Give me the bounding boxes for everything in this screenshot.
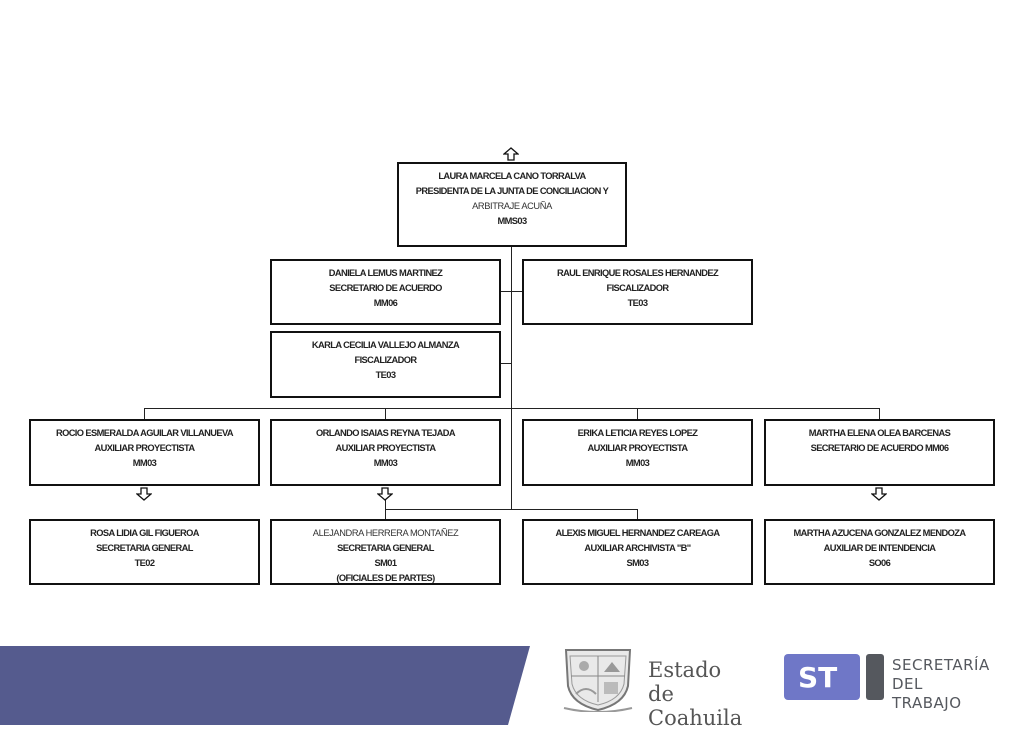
node-code: TE03 [627, 298, 648, 308]
org-node-level2: ERIKA LETICIA REYES LOPEZ AUXILIAR PROYE… [522, 419, 753, 486]
node-code: MM06 [373, 298, 398, 308]
level3-drop-2 [385, 500, 386, 520]
node-name: ALEJANDRA HERRERA MONTAÑEZ [312, 528, 459, 538]
node-title: SECRETARIO DE ACUERDO [329, 283, 442, 293]
level3-drop-3 [637, 509, 638, 520]
node-title: FISCALIZADOR [606, 283, 669, 293]
st-divider-bracket [866, 654, 884, 700]
org-node-staff: RAUL ENRIQUE ROSALES HERNANDEZ FISCALIZA… [522, 259, 753, 325]
level2-drop-4 [879, 408, 880, 420]
node-title: AUXILIAR PROYECTISTA [94, 443, 196, 453]
main-vertical-connector [511, 246, 512, 509]
st-name-line1: SECRETARÍA [892, 656, 990, 674]
org-node-level2: ROCIO ESMERALDA AGUILAR VILLANUEVA AUXIL… [29, 419, 260, 486]
org-node-level3: ROSA LIDIA GIL FIGUEROA SECRETARIA GENER… [29, 519, 260, 585]
coat-of-arms-icon [563, 649, 633, 713]
node-title: SECRETARIA GENERAL [337, 543, 434, 553]
org-node-level3: ALEXIS MIGUEL HERNANDEZ CAREAGA AUXILIAR… [522, 519, 753, 585]
node-code: MMS03 [497, 216, 527, 226]
node-title: AUXILIAR PROYECTISTA [335, 443, 437, 453]
staff-connector-bottom [500, 363, 512, 364]
level2-drop-3 [637, 408, 638, 420]
down-arrow-icon [136, 487, 152, 501]
level2-horizontal-connector [144, 408, 880, 409]
st-badge: ST [784, 654, 860, 700]
node-title: SECRETARIA GENERAL [96, 543, 193, 553]
node-title: AUXILIAR DE INTENDENCIA [823, 543, 936, 553]
node-code: MM03 [132, 458, 157, 468]
node-title-continued: ARBITRAJE ACUÑA [472, 201, 552, 211]
node-name: ERIKA LETICIA REYES LOPEZ [577, 428, 698, 438]
node-name: ALEXIS MIGUEL HERNANDEZ CAREAGA [555, 528, 720, 538]
node-code: SO06 [868, 558, 891, 568]
node-code: MM03 [373, 458, 398, 468]
up-arrow-icon [503, 147, 519, 161]
node-name: LAURA MARCELA CANO TORRALVA [438, 171, 586, 181]
org-node-level2: MARTHA ELENA OLEA BARCENAS SECRETARIO DE… [764, 419, 995, 486]
estado-de-coahuila-logo: Estado de Coahuila [562, 644, 762, 730]
org-node-level3: ALEJANDRA HERRERA MONTAÑEZ SECRETARIA GE… [270, 519, 501, 585]
node-name: KARLA CECILIA VALLEJO ALMANZA [311, 340, 460, 350]
node-name: MARTHA ELENA OLEA BARCENAS [808, 428, 951, 438]
coahuila-text: de Coahuila [648, 682, 743, 730]
st-abbrev: ST [798, 661, 838, 694]
node-name: RAUL ENRIQUE ROSALES HERNANDEZ [556, 268, 719, 278]
node-title: AUXILIAR ARCHIVISTA "B" [584, 543, 691, 553]
node-name: ROSA LIDIA GIL FIGUEROA [90, 528, 199, 538]
org-node-staff: KARLA CECILIA VALLEJO ALMANZA FISCALIZAD… [270, 331, 501, 398]
secretaria-del-trabajo-logo: ST SECRETARÍA DEL TRABAJO [784, 652, 994, 712]
node-name: DANIELA LEMUS MARTINEZ [328, 268, 443, 278]
node-code: MM03 [625, 458, 650, 468]
node-code: SM01 [374, 558, 397, 568]
estado-text: Estado [648, 658, 722, 682]
node-name: MARTHA AZUCENA GONZALEZ MENDOZA [793, 528, 967, 538]
down-arrow-icon [377, 487, 393, 501]
staff-connector-top [500, 291, 524, 292]
node-code: TE03 [375, 370, 396, 380]
org-node-staff: DANIELA LEMUS MARTINEZ SECRETARIO DE ACU… [270, 259, 501, 325]
down-arrow-icon [871, 487, 887, 501]
node-code: TE02 [134, 558, 155, 568]
node-note: (OFICIALES DE PARTES) [336, 573, 435, 583]
node-name: ORLANDO ISAIAS REYNA TEJADA [316, 428, 456, 438]
node-code: SM03 [626, 558, 649, 568]
org-node-level3: MARTHA AZUCENA GONZALEZ MENDOZA AUXILIAR… [764, 519, 995, 585]
level2-drop-2 [385, 408, 386, 420]
node-title: SECRETARIO DE ACUERDO MM06 [810, 443, 949, 453]
node-title: PRESIDENTA DE LA JUNTA DE CONCILIACION Y [415, 186, 609, 196]
level3-horizontal-connector [385, 509, 638, 510]
footer-band [0, 646, 530, 725]
node-title: AUXILIAR PROYECTISTA [587, 443, 689, 453]
node-title: FISCALIZADOR [354, 355, 417, 365]
org-node-level2: ORLANDO ISAIAS REYNA TEJADA AUXILIAR PRO… [270, 419, 501, 486]
level2-drop-1 [144, 408, 145, 420]
node-name: ROCIO ESMERALDA AGUILAR VILLANUEVA [55, 428, 234, 438]
org-node-head: LAURA MARCELA CANO TORRALVA PRESIDENTA D… [397, 162, 627, 247]
st-name-line2: DEL TRABAJO [892, 675, 962, 712]
